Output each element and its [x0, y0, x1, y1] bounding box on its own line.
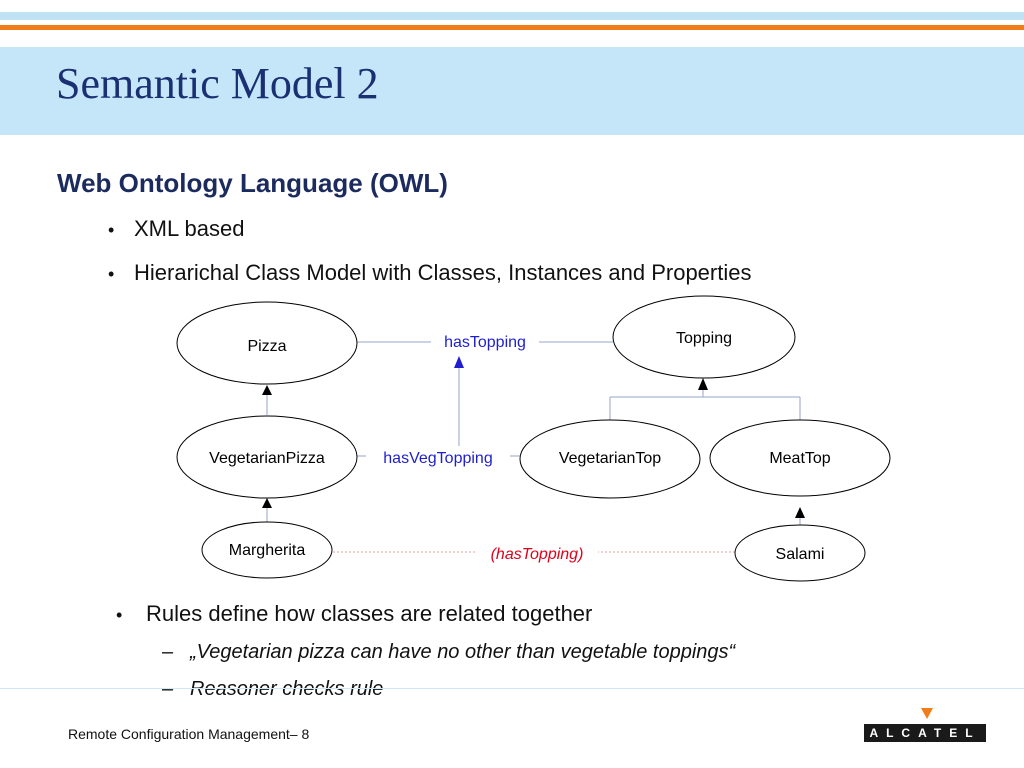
bullet-text: XML based [134, 216, 245, 241]
edge-label-has-topping: hasTopping [444, 334, 526, 351]
bullet-class-model: • Hierarichal Class Model with Classes, I… [108, 260, 751, 286]
node-margherita [201, 521, 333, 579]
node-salami [734, 524, 866, 582]
orange-accent-stripe [0, 25, 1024, 30]
edge-label-bg [366, 446, 510, 468]
edge-label-bg [431, 330, 539, 352]
bullet-text: Rules define how classes are related tog… [146, 601, 593, 626]
edge-label-has-topping-instance: (hasTopping) [491, 546, 584, 563]
dash-icon: – [162, 641, 174, 663]
page-title: Semantic Model 2 [56, 59, 379, 108]
bullet-xml: • XML based [108, 216, 244, 242]
bullet-rules: • Rules define how classes are related to… [116, 601, 592, 627]
arrowhead-icon [698, 378, 708, 390]
node-meat-top [709, 419, 891, 497]
footer-text: Remote Configuration Management– 8 [68, 726, 310, 742]
footer-divider [0, 688, 1024, 689]
logo-wordmark: ALCATEL [864, 724, 986, 742]
arrowhead-icon [262, 385, 272, 395]
node-label-topping: Topping [676, 330, 732, 347]
sub-bullet-reasoner: –Reasoner checks rule [162, 678, 383, 701]
node-topping [612, 295, 796, 379]
bullet-dot-icon: • [108, 264, 115, 284]
arrowhead-icon [262, 498, 272, 508]
edge-label-bg [476, 542, 598, 564]
bullet-dot-icon: • [108, 220, 115, 240]
section-heading: Web Ontology Language (OWL) [57, 168, 448, 198]
arrowhead-icon [795, 507, 805, 518]
dash-icon: – [162, 678, 174, 700]
bullet-dot-icon: • [116, 605, 123, 625]
node-label-pizza: Pizza [247, 338, 286, 355]
sub-bullet-text: „Vegetarian pizza can have no other than… [190, 641, 736, 663]
title-band [0, 47, 1024, 135]
sub-bullet-vegetarian-rule: –„Vegetarian pizza can have no other tha… [162, 641, 735, 664]
edge-label-has-veg-topping: hasVegTopping [383, 450, 492, 467]
node-label-salami: Salami [776, 546, 825, 563]
top-accent-stripe [0, 12, 1024, 20]
property-arrowhead-icon [454, 356, 464, 368]
node-vegetarian-pizza [176, 415, 358, 499]
sub-bullet-text: Reasoner checks rule [190, 678, 384, 700]
node-vegetarian-top [519, 419, 701, 499]
logo-triangle-icon [921, 708, 933, 719]
alcatel-logo: ALCATEL [864, 708, 986, 744]
node-pizza [176, 301, 358, 385]
node-label-vegetarian-top: VegetarianTop [559, 450, 661, 467]
node-label-margherita: Margherita [229, 542, 306, 559]
node-label-meat-top: MeatTop [769, 450, 830, 467]
bullet-text: Hierarichal Class Model with Classes, In… [134, 260, 752, 285]
node-label-vegetarian-pizza: VegetarianPizza [209, 450, 325, 467]
